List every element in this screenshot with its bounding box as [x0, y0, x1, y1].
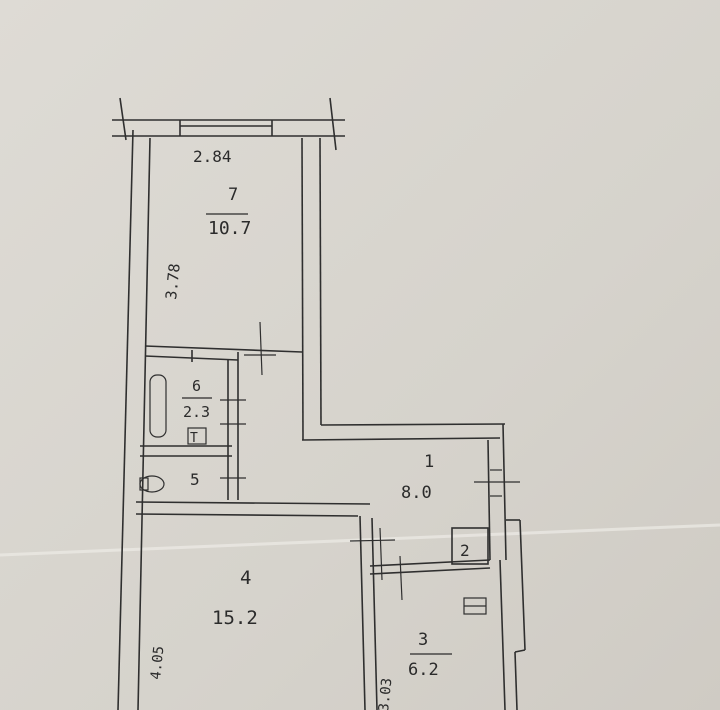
- room-7-number: 7: [228, 185, 238, 205]
- room-1-number: 1: [424, 452, 434, 472]
- dimension-top-width: 2.84: [193, 147, 232, 166]
- room-1-area: 8.0: [401, 483, 432, 503]
- room-5-number: 5: [190, 470, 200, 489]
- toilet-box: [187, 427, 207, 445]
- room-6-area: 2.3: [183, 403, 210, 421]
- room-4-number: 4: [240, 567, 251, 589]
- bathtub: [149, 374, 167, 438]
- room-6-number: 6: [192, 377, 201, 395]
- room-4-area: 15.2: [212, 607, 258, 629]
- walls: [112, 97, 526, 710]
- fixtures: [139, 374, 487, 615]
- dimension-room-3-height: 3.03: [376, 677, 395, 710]
- toilet-mark: T: [190, 431, 198, 446]
- room-3-area: 6.2: [408, 660, 439, 680]
- room-2-number: 2: [460, 541, 470, 560]
- room-3-number: 3: [418, 630, 428, 650]
- room-7-area: 10.7: [208, 218, 251, 239]
- dimension-room-7-height: 3.78: [162, 263, 184, 301]
- door-ticks: [220, 321, 520, 601]
- dimension-left-wall: 4.05: [148, 645, 167, 680]
